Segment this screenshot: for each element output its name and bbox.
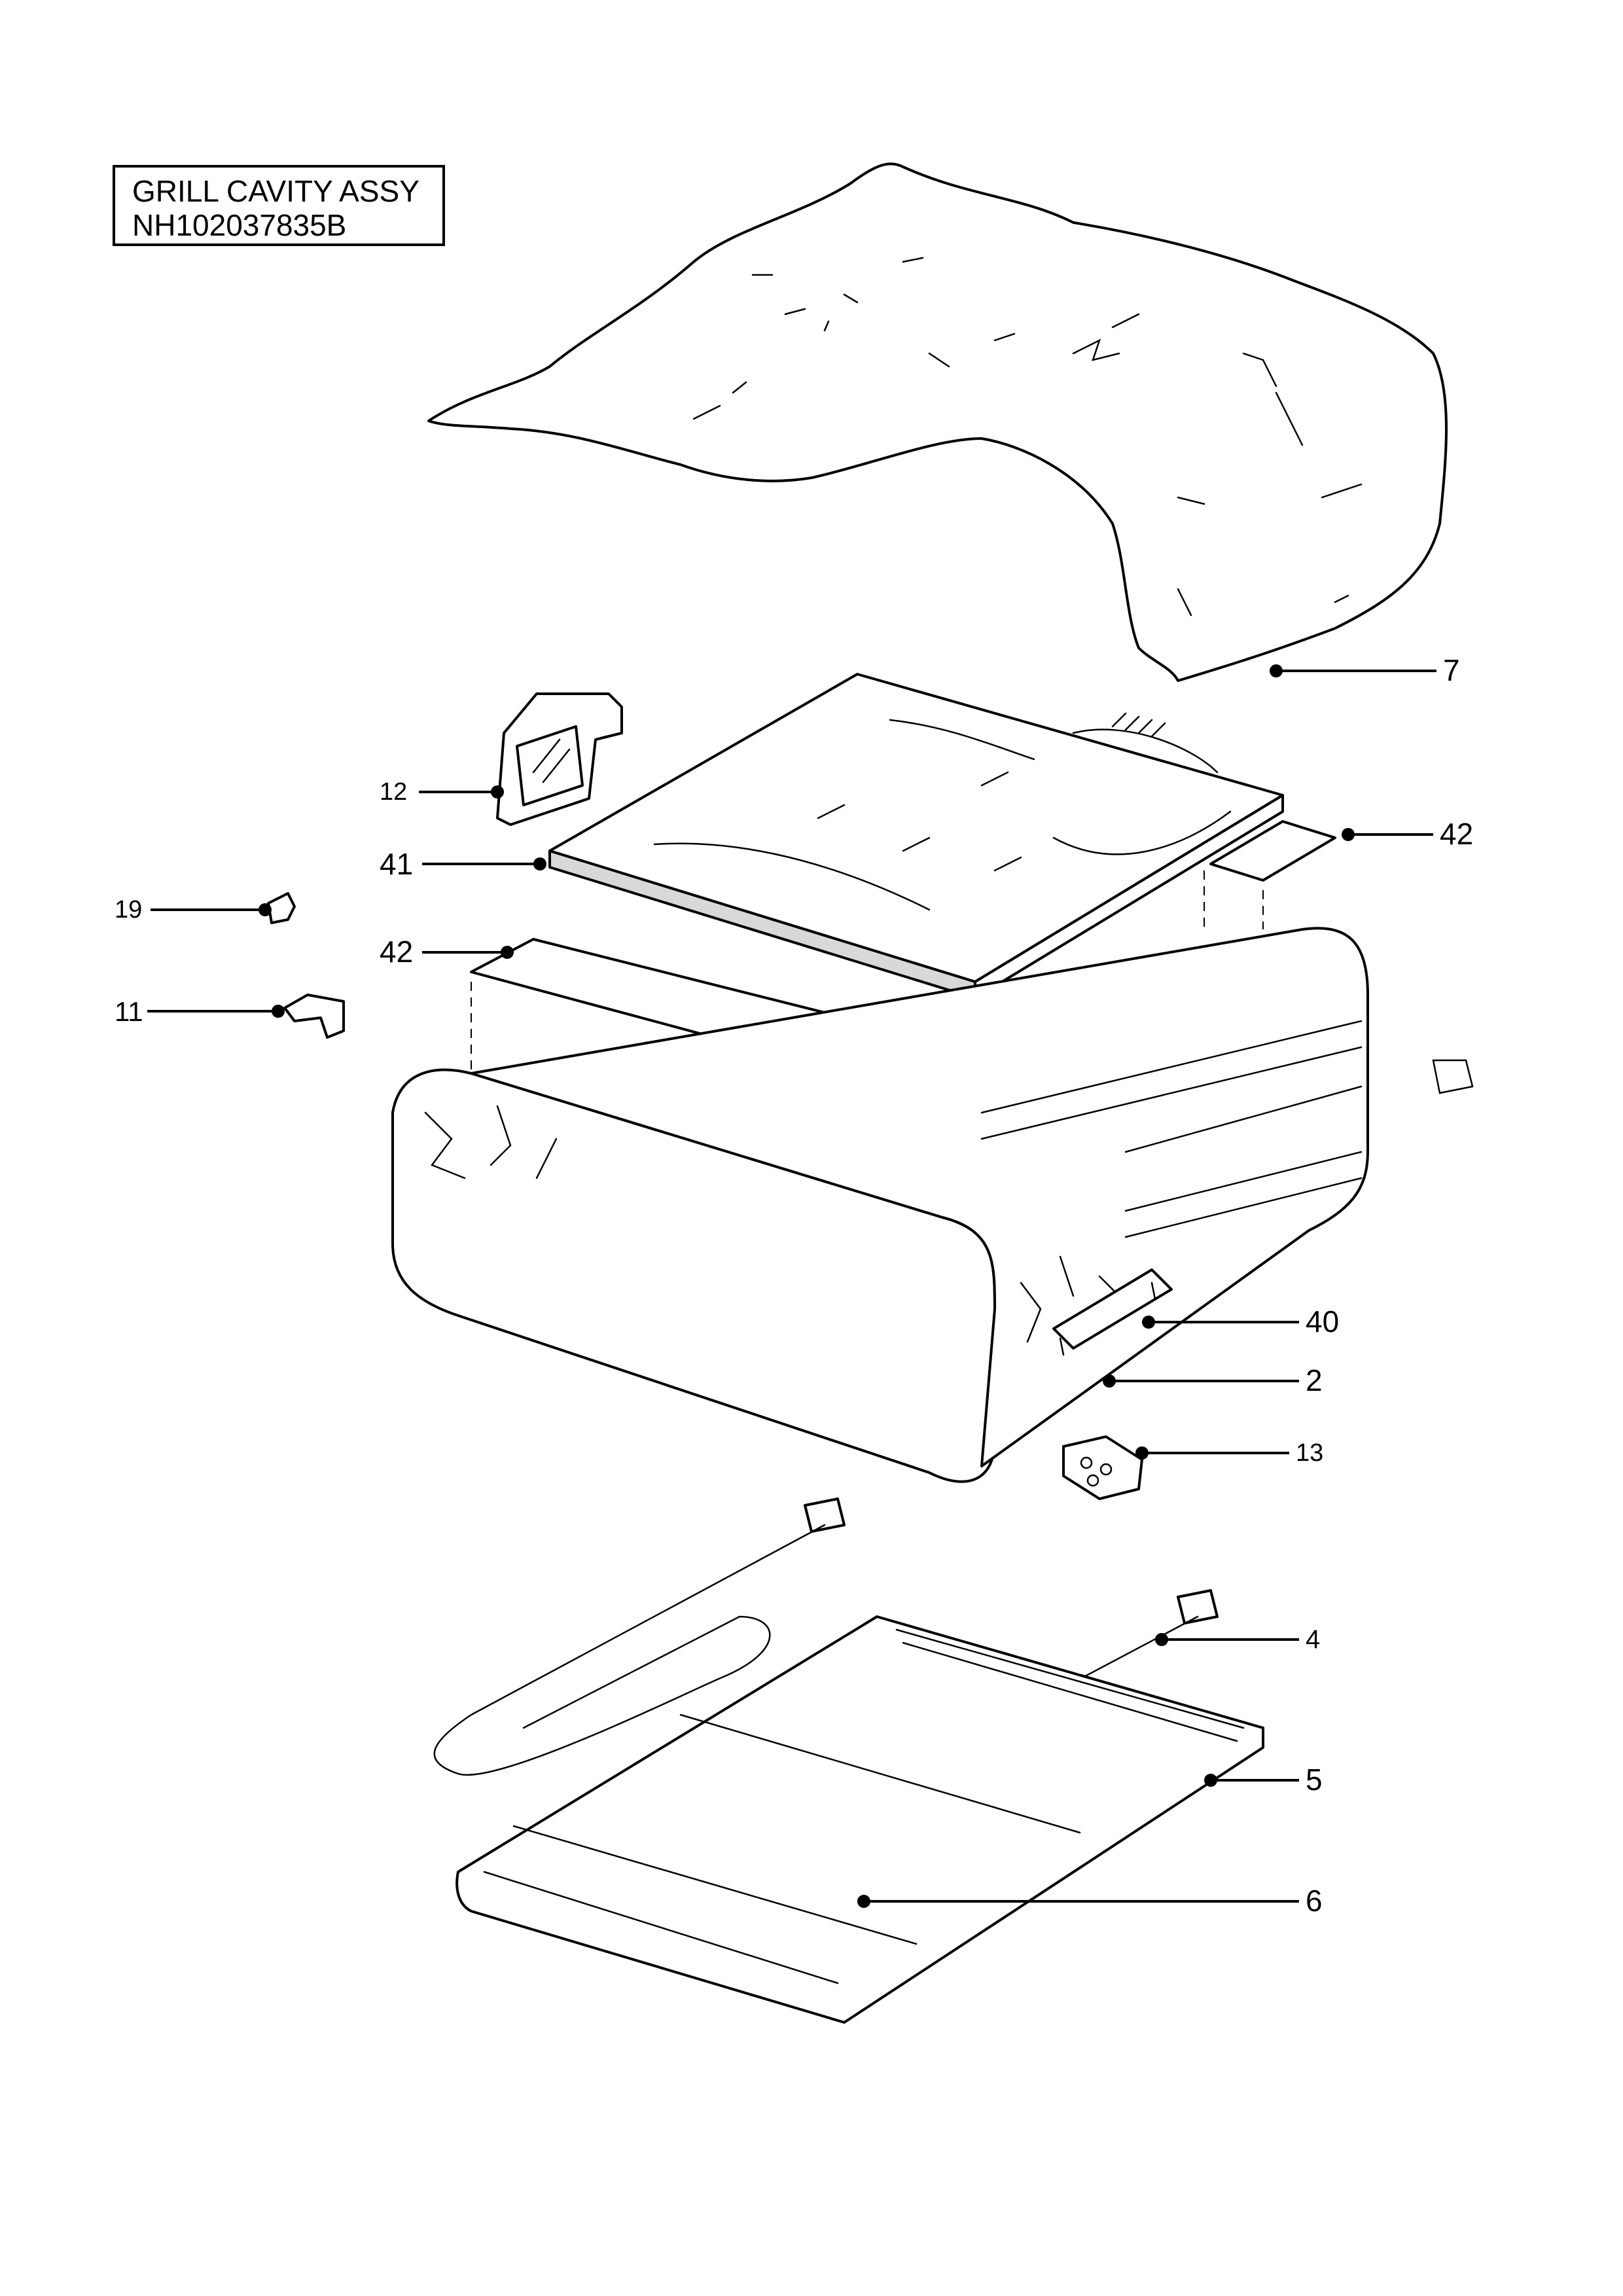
insulation-pad-right-part[interactable] (1209, 820, 1336, 882)
assembly-name: GRILL CAVITY ASSY (132, 174, 419, 208)
callout-42-right[interactable]: 42 (1440, 817, 1473, 851)
callout-labels: 7 12 41 42 19 42 11 40 2 13 4 5 6 (115, 653, 1473, 1918)
clip-part[interactable] (267, 892, 296, 924)
lamp-part[interactable] (496, 692, 623, 826)
connector-block-part[interactable] (1062, 1435, 1143, 1500)
drip-tray-part[interactable] (455, 1615, 1264, 2024)
callout-12[interactable]: 12 (380, 778, 407, 806)
rack-wire-part[interactable] (512, 1713, 1081, 1945)
callout-13[interactable]: 13 (1296, 1439, 1323, 1467)
assembly-code: NH102037835B (132, 208, 347, 242)
callout-11[interactable]: 11 (115, 996, 143, 1027)
callout-2[interactable]: 2 (1306, 1363, 1323, 1397)
grill-cavity-part[interactable] (391, 927, 1474, 1483)
callout-19[interactable]: 19 (115, 896, 142, 924)
callout-7[interactable]: 7 (1443, 653, 1460, 687)
insulation-blanket-part[interactable] (427, 162, 1448, 682)
grill-ceiling-plate-part[interactable] (548, 673, 1284, 999)
callout-40[interactable]: 40 (1306, 1304, 1339, 1338)
callout-6[interactable]: 6 (1306, 1884, 1323, 1918)
callout-4[interactable]: 4 (1306, 1625, 1320, 1654)
callout-42-left[interactable]: 42 (380, 935, 413, 969)
sensor-bracket-part[interactable] (1052, 1268, 1173, 1356)
callout-5[interactable]: 5 (1306, 1763, 1323, 1797)
callout-leaders (147, 664, 1436, 1908)
callout-41[interactable]: 41 (380, 847, 413, 881)
bracket-part[interactable] (283, 994, 345, 1039)
title-block: GRILL CAVITY ASSY NH102037835B (113, 165, 445, 246)
